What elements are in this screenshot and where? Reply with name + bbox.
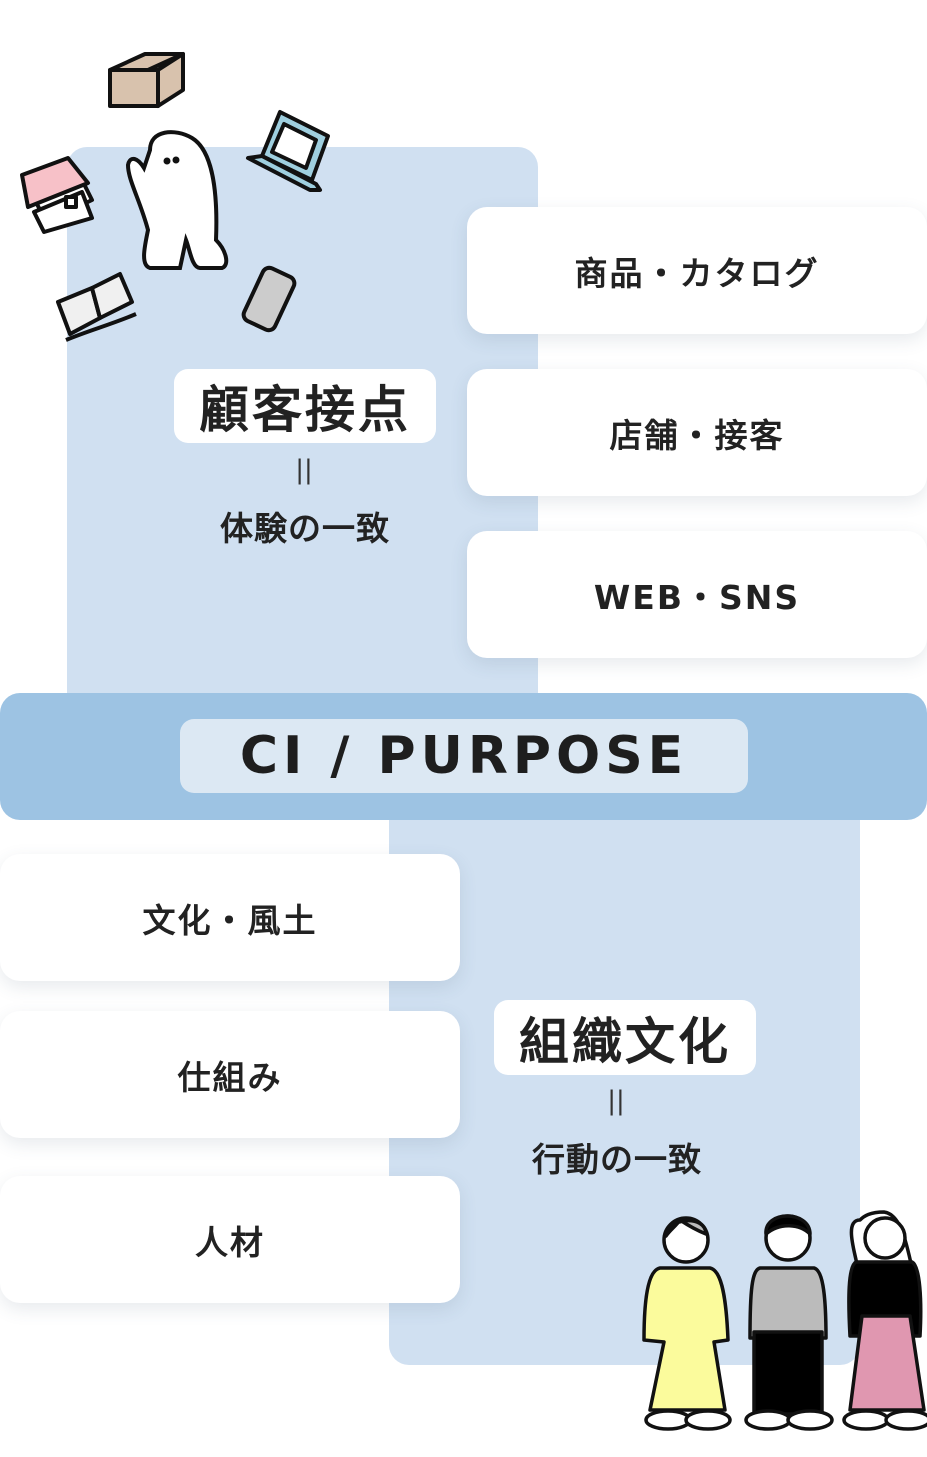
card-web-sns: WEB・SNS [467, 531, 927, 658]
card-products-catalog: 商品・カタログ [467, 207, 927, 334]
person-gray-sweater-icon [744, 1214, 834, 1431]
card-systems: 仕組み [0, 1011, 460, 1138]
laptop-icon [246, 110, 330, 192]
experience-alignment-text: 体験の一致 [220, 509, 390, 548]
card-people: 人材 [0, 1176, 460, 1303]
ghost-character-icon [125, 130, 229, 270]
people-illustration [642, 1210, 927, 1431]
shop-icon [20, 156, 94, 234]
organization-culture-label: 組織文化 [494, 1000, 756, 1075]
card-culture-climate: 文化・風土 [0, 854, 460, 981]
smartphone-icon [241, 265, 297, 333]
person-glasses-pink-skirt-icon [842, 1210, 927, 1431]
person-yellow-dress-icon [642, 1216, 732, 1431]
customer-touchpoint-label: 顧客接点 [174, 369, 436, 443]
card-store-service: 店舗・接客 [467, 369, 927, 496]
box-icon [108, 52, 185, 108]
touchpoint-illustration [20, 52, 330, 342]
book-icon [56, 272, 137, 342]
equals-mark: || [607, 1086, 625, 1116]
ci-purpose-label: CI / PURPOSE [180, 719, 748, 793]
equals-mark: || [295, 455, 313, 485]
behavior-alignment-text: 行動の一致 [532, 1140, 702, 1179]
